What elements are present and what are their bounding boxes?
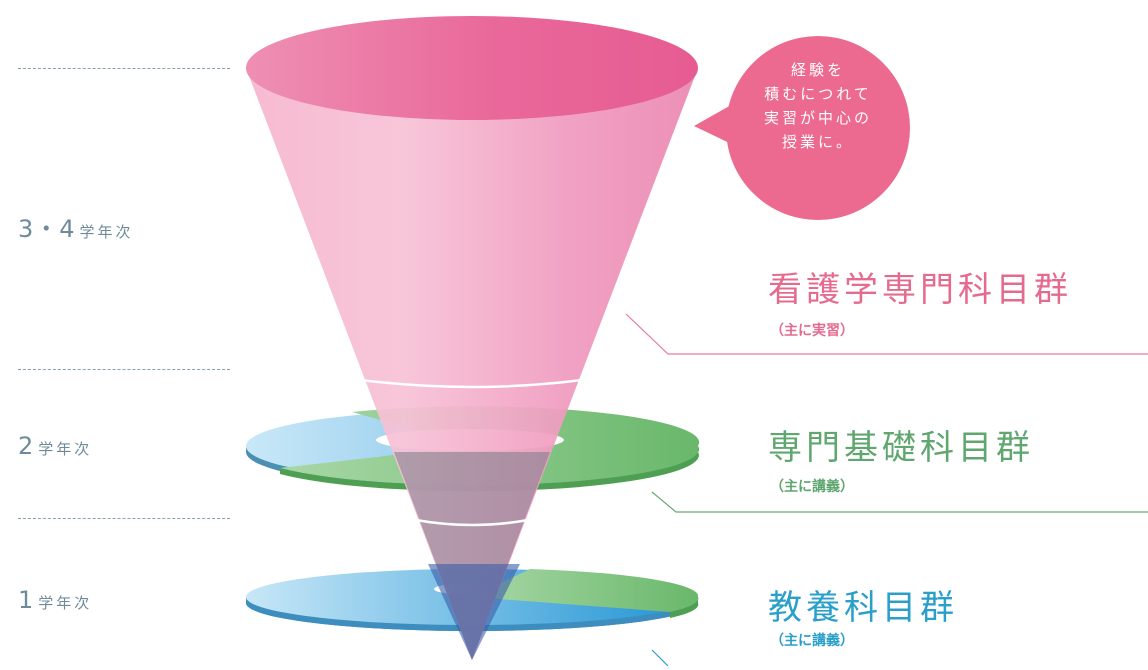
category-title-nursing: 看護学専門科目群 — [768, 270, 1072, 310]
year-number: 1 — [18, 586, 35, 614]
year-number: 2 — [18, 432, 35, 460]
funnel-cone — [246, 16, 698, 660]
speech-bubble-text: 経験を 積むにつれて 実習が中心の 授業に。 — [738, 58, 898, 154]
funnel-ring-upper — [360, 378, 583, 389]
year-divider — [18, 68, 230, 69]
bubble-line: 実習が中心の — [763, 109, 872, 127]
disc-year1-green-segment — [472, 569, 699, 612]
year-divider — [18, 369, 230, 370]
category-sub-nursing: （主に実習） — [770, 323, 854, 339]
category-sub-basic: （主に講義） — [770, 479, 854, 495]
year-suffix: 学年次 — [79, 223, 134, 241]
leader-line-basic — [651, 491, 1148, 513]
bubble-line: 積むにつれて — [764, 85, 872, 103]
year-suffix: 学年次 — [38, 594, 93, 612]
funnel-ring-lower — [415, 518, 529, 527]
speech-bubble — [694, 36, 910, 220]
year-suffix: 学年次 — [38, 440, 93, 458]
category-title-basic: 専門基礎科目群 — [768, 428, 1034, 468]
leader-line-liberal — [651, 649, 669, 667]
year-number: 3・4 — [18, 215, 76, 243]
funnel-top — [246, 16, 698, 120]
bubble-line: 授業に。 — [781, 133, 854, 151]
disc-year1-edge — [246, 597, 698, 631]
leader-line-nursing — [625, 313, 1148, 355]
category-title-liberal: 教養科目群 — [768, 588, 958, 628]
bubble-line: 経験を — [790, 61, 845, 79]
year-divider — [18, 518, 230, 519]
category-sub-liberal: （主に講義） — [770, 633, 854, 649]
